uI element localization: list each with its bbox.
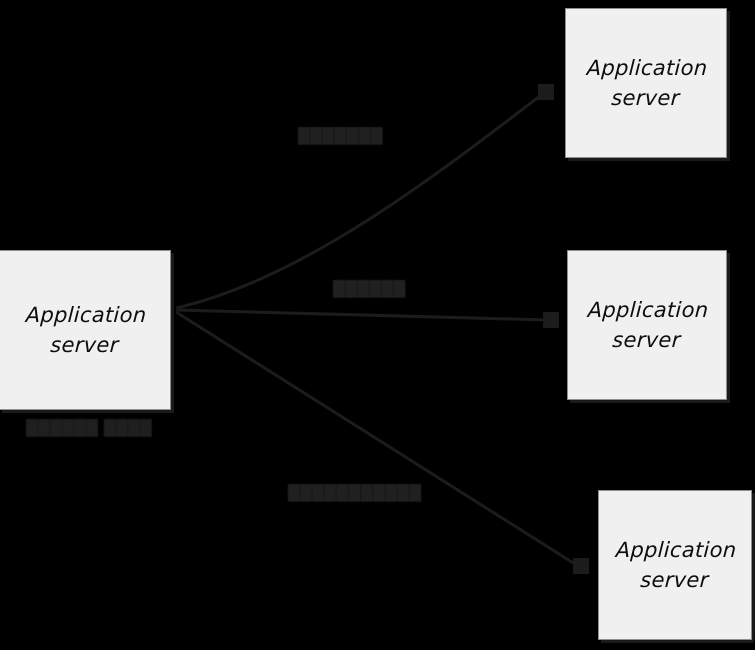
node-label: Application server [24,302,147,357]
node-application-server-target-3[interactable]: Application server [598,490,752,640]
arrowhead-edge-1 [538,84,554,100]
edge-label-source-to-target-1: ███████ [298,127,383,145]
node-sublabel-source: ██████ ████ [26,419,153,437]
node-label: Application server [586,297,709,352]
node-application-server-source[interactable]: Application server [0,250,171,410]
node-label: Application server [614,537,737,592]
node-label: Application server [585,55,708,110]
node-application-server-target-1[interactable]: Application server [565,8,727,158]
edge-source-to-target-3 [175,310,579,568]
arrowhead-edge-2 [543,312,559,328]
edge-source-to-target-2 [175,308,549,322]
edge-label-source-to-target-3: ███████████ [288,484,422,502]
arrowhead-edge-3 [573,558,589,574]
node-application-server-target-2[interactable]: Application server [567,250,727,400]
edge-label-source-to-target-2: ██████ [333,280,406,298]
